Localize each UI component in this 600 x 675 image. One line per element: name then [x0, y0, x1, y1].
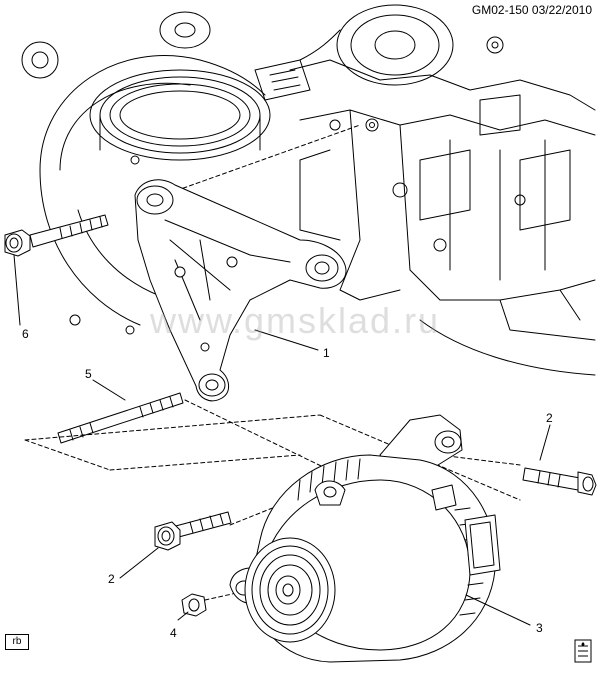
bolt-2-upper [522, 467, 597, 496]
callout-labels: 6 1 5 2 2 3 4 [22, 327, 553, 640]
diagram-code: GM02-150 03/22/2010 [471, 3, 592, 17]
watermark: www.gmsklad.ru [150, 300, 441, 341]
callout-2-upper: 2 [546, 411, 553, 425]
stud-5 [57, 392, 184, 444]
engine-block [21, 4, 596, 376]
bolt-6 [4, 214, 109, 257]
callout-2-lower: 2 [108, 572, 115, 586]
callout-5: 5 [85, 367, 92, 381]
callout-3: 3 [536, 621, 543, 635]
generator [229, 414, 501, 663]
corner-tag: rb [5, 634, 29, 650]
callout-1: 1 [323, 346, 330, 360]
callout-6: 6 [22, 327, 29, 341]
leader-lines [13, 254, 551, 626]
callout-4: 4 [170, 626, 177, 640]
bolt-2-lower [154, 511, 232, 551]
generator-bracket [134, 179, 347, 402]
lube-oil-icon [574, 639, 592, 663]
nut-4 [181, 593, 207, 617]
